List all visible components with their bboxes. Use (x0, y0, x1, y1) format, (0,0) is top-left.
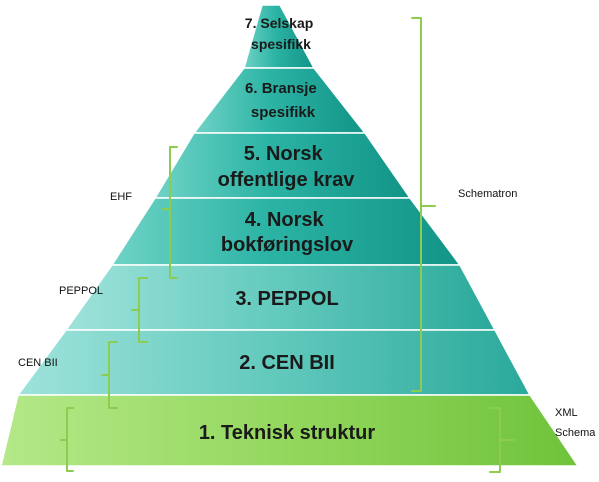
layer-7-label: 7. Selskap spesifikk (245, 15, 317, 52)
schematron-label: Schematron (458, 188, 517, 200)
layer-2-label: 2. CEN BII (239, 352, 335, 374)
layer-3-label: 3. PEPPOL (235, 288, 338, 310)
layer-6-label: 6. Bransje spesifikk (245, 80, 321, 121)
base-left-bracket (60, 407, 74, 472)
peppol-label: PEPPOL (59, 285, 103, 297)
cen-bii-bracket (101, 341, 118, 409)
pyramid-layer-6 (192, 67, 367, 134)
cen-bii-label: CEN BII (18, 357, 58, 369)
xml-schema-bracket (489, 407, 515, 473)
layer-5-label: 5. Norsk offentlige krav (218, 143, 356, 191)
pyramid-layer-1 (0, 394, 580, 467)
xml-schema-label: XML Schema (555, 407, 596, 439)
layer-1-label: 1. Teknisk struktur (199, 422, 376, 444)
schematron-bracket (411, 17, 436, 392)
layer-4-label: 4. Norsk bokføringslov (221, 209, 354, 256)
peppol-bracket (131, 277, 148, 343)
ehf-bracket (162, 146, 178, 279)
ehf-label: EHF (110, 191, 132, 203)
